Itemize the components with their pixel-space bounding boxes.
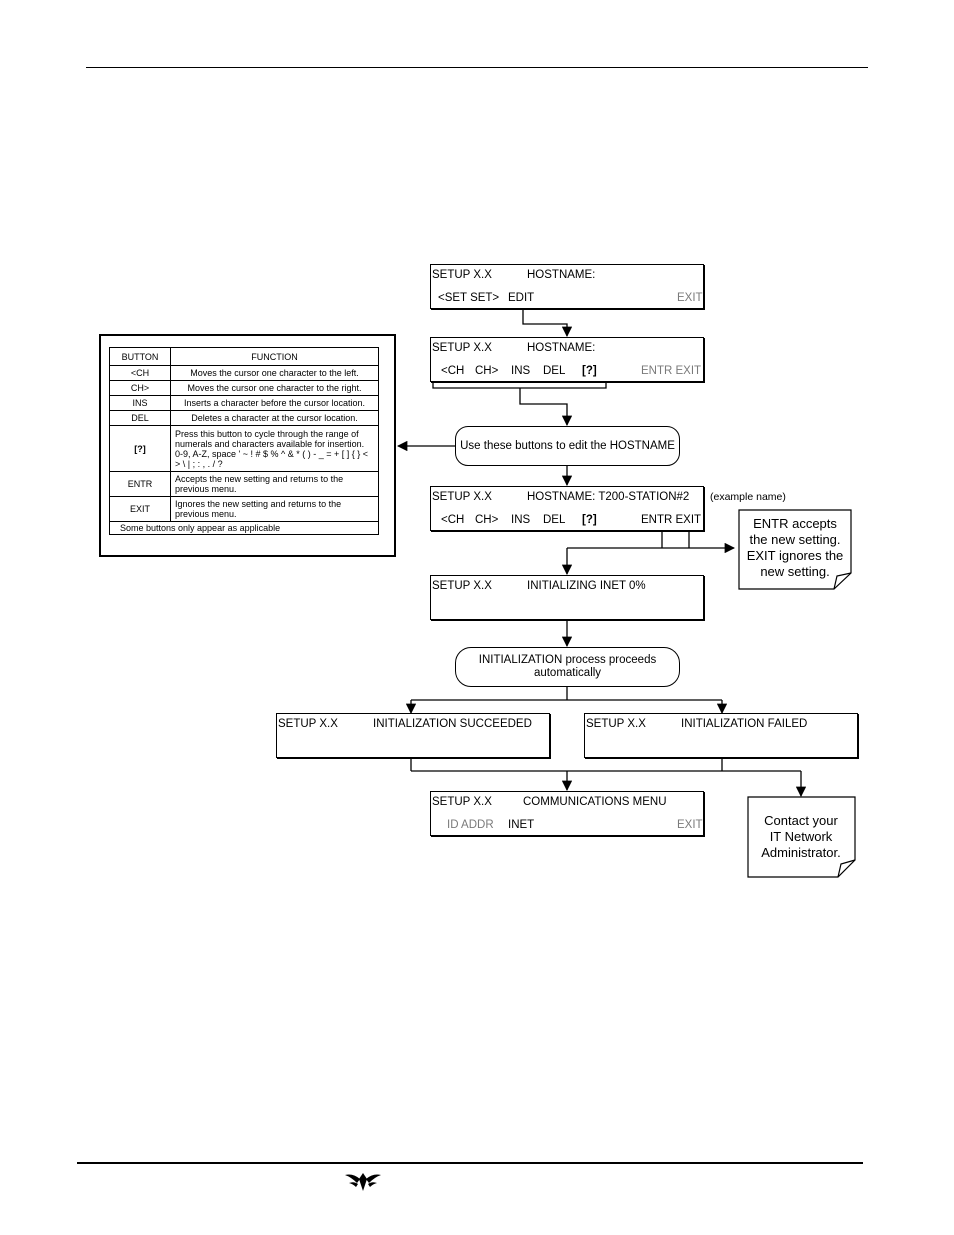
set-buttons[interactable]: <SET SET>: [438, 292, 500, 304]
legend-header-function: FUNCTION: [170, 347, 379, 366]
legend-footer: Some buttons only appear as applicable: [109, 521, 379, 535]
screen-hostname-2: SETUP X.X HOSTNAME: <CH CH> INS DEL [?] …: [430, 337, 704, 382]
initializing-status: INITIALIZING INET 0%: [527, 580, 646, 592]
footer-rule: [77, 1162, 863, 1164]
exit-button[interactable]: EXIT: [677, 819, 703, 831]
exit-button[interactable]: EXIT: [677, 292, 703, 304]
exit-word: EXIT: [746, 548, 776, 563]
legend-button: CH>: [109, 380, 171, 396]
legend-function: Inserts a character before the cursor lo…: [170, 395, 379, 411]
legend-function: Press this button to cycle through the r…: [170, 425, 379, 472]
contact-line1: Contact your: [764, 813, 838, 828]
legend-button: EXIT: [109, 496, 171, 522]
button-legend-table: BUTTON FUNCTION <CH Moves the cursor one…: [109, 347, 379, 535]
init-note-line2: automatically: [533, 667, 602, 679]
entr-exit-note: ENTR accepts the new setting. EXIT ignor…: [740, 516, 850, 580]
del-button[interactable]: DEL: [543, 514, 566, 526]
cursor-left-button[interactable]: <CH: [441, 365, 465, 377]
cycle-char-button[interactable]: [?]: [582, 365, 597, 377]
legend-header-button: BUTTON: [109, 347, 171, 366]
company-logo-icon: [345, 1173, 381, 1191]
legend-button: INS: [109, 395, 171, 411]
contact-admin-note: Contact your IT Network Administrator.: [748, 813, 854, 861]
cycle-char-button[interactable]: [?]: [582, 514, 597, 526]
init-process-note: INITIALIZATION process proceeds automati…: [455, 647, 680, 687]
legend-function: Accepts the new setting and returns to t…: [170, 471, 379, 497]
screen-hostname-3: SETUP X.X HOSTNAME: T200-STATION#2 <CH C…: [430, 486, 704, 531]
setup-label: SETUP X.X: [278, 718, 338, 730]
legend-function: Moves the cursor one character to the ri…: [170, 380, 379, 396]
setup-label: SETUP X.X: [432, 580, 492, 592]
screen-hostname-1: SETUP X.X HOSTNAME: <SET SET> EDIT EXIT: [430, 264, 704, 309]
exit-note-line3: ignores the: [775, 548, 844, 563]
legend-function: Deletes a character at the cursor locati…: [170, 410, 379, 426]
screen-init-failed: SETUP X.X INITIALIZATION FAILED: [584, 713, 858, 758]
entr-note-line2: the new setting.: [749, 532, 841, 547]
screen-init-succeeded: SETUP X.X INITIALIZATION SUCCEEDED: [276, 713, 550, 758]
edit-note-text: Use these buttons to edit the HOSTNAME: [460, 439, 675, 452]
legend-button: DEL: [109, 410, 171, 426]
contact-line3: Administrator.: [761, 845, 841, 860]
setup-label: SETUP X.X: [432, 342, 492, 354]
id-addr-buttons[interactable]: ID ADDR: [447, 819, 494, 831]
contact-line2: IT Network: [769, 829, 833, 844]
cursor-right-button[interactable]: CH>: [475, 365, 499, 377]
setup-label: SETUP X.X: [432, 269, 492, 281]
succeeded-status: INITIALIZATION SUCCEEDED: [373, 718, 532, 730]
cursor-left-button[interactable]: <CH: [441, 514, 465, 526]
legend-button: <CH: [109, 365, 171, 381]
header-rule: [86, 67, 868, 68]
edit-button[interactable]: EDIT: [508, 292, 535, 304]
ins-button[interactable]: INS: [511, 365, 531, 377]
entr-note-shape: [738, 509, 852, 590]
init-note-line1: INITIALIZATION process proceeds: [478, 654, 657, 666]
legend-function: Ignores the new setting and returns to t…: [170, 496, 379, 522]
setup-label: SETUP X.X: [586, 718, 646, 730]
hostname-label: HOSTNAME:: [527, 269, 596, 281]
legend-button: ENTR: [109, 471, 171, 497]
edit-buttons-note: Use these buttons to edit the HOSTNAME: [455, 426, 680, 466]
contact-note-shape: [747, 796, 856, 878]
inet-button[interactable]: INET: [508, 819, 535, 831]
entr-exit-buttons[interactable]: ENTR EXIT: [641, 365, 702, 377]
failed-status: INITIALIZATION FAILED: [681, 718, 808, 730]
exit-note-line4: new setting.: [760, 564, 830, 579]
hostname-label: HOSTNAME:: [527, 342, 596, 354]
del-button[interactable]: DEL: [543, 365, 566, 377]
screen-comm-menu: SETUP X.X COMMUNICATIONS MENU ID ADDR IN…: [430, 791, 704, 836]
entr-word: ENTR: [753, 516, 789, 531]
entr-exit-buttons[interactable]: ENTR EXIT: [641, 514, 702, 526]
setup-label: SETUP X.X: [432, 796, 492, 808]
ins-button[interactable]: INS: [511, 514, 531, 526]
legend-function: Moves the cursor one character to the le…: [170, 365, 379, 381]
setup-label: SETUP X.X: [432, 491, 492, 503]
example-name-label: (example name): [710, 491, 786, 503]
entr-note-line1: accepts: [788, 516, 837, 531]
legend-button: [?]: [109, 425, 171, 472]
cursor-right-button[interactable]: CH>: [475, 514, 499, 526]
comm-menu-title: COMMUNICATIONS MENU: [523, 796, 667, 808]
hostname-value: HOSTNAME: T200-STATION#2: [527, 491, 690, 503]
screen-initializing: SETUP X.X INITIALIZING INET 0%: [430, 575, 704, 620]
